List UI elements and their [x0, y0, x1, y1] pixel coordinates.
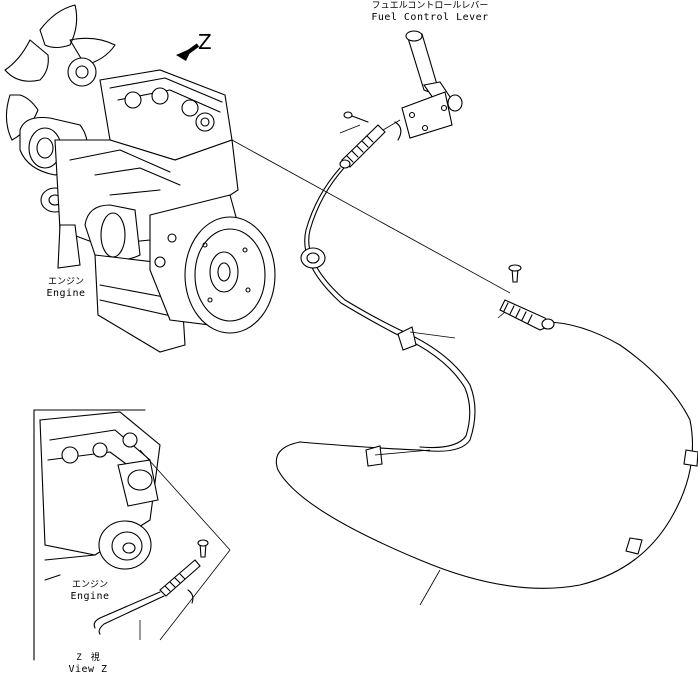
engine-label-jp: エンジン [47, 277, 84, 287]
view-marker-z: Z [198, 30, 212, 54]
engine-label-en: Engine [46, 288, 86, 299]
view-z-inset [33, 409, 231, 661]
cable-end-lower [497, 264, 555, 331]
inset-engine-label-en: Engine [70, 591, 110, 602]
inset-engine-label: エンジン Engine [62, 580, 118, 602]
view-direction-arrow-icon [176, 43, 200, 61]
view-z-label: Z 視 View Z [60, 653, 116, 675]
fuel-control-lever-label-en: Fuel Control Lever [371, 12, 489, 23]
view-z-label-en: View Z [68, 664, 108, 675]
fuel-control-cable [275, 167, 698, 606]
fuel-control-lever-label-jp: フュエルコントロールレバー [371, 1, 489, 11]
engine-label: エンジン Engine [38, 277, 94, 299]
view-z-label-jp: Z 視 [76, 653, 100, 663]
inset-engine-label-jp: エンジン [71, 580, 108, 590]
fuel-control-lever-label: フュエルコントロールレバー Fuel Control Lever [355, 1, 505, 23]
engine-illustration [4, 4, 511, 353]
cable-end-upper [339, 124, 386, 169]
fuel-control-lever-illustration [339, 30, 463, 141]
